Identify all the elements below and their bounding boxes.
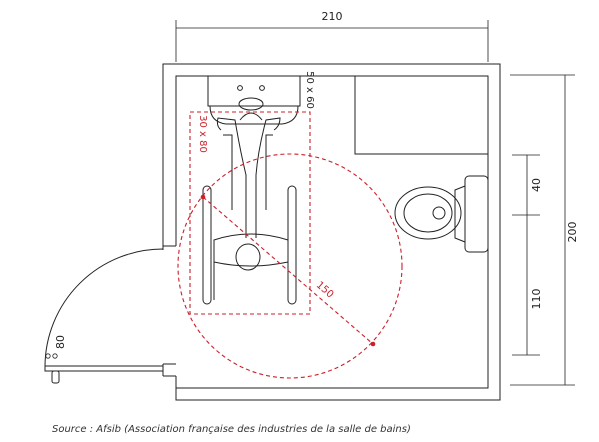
walls bbox=[162, 63, 501, 401]
door bbox=[44, 248, 164, 384]
sink-size-label: 50 x 60 bbox=[304, 71, 315, 109]
diameter-end-dot bbox=[370, 341, 376, 347]
right-dimensions bbox=[510, 74, 575, 386]
turning-circle bbox=[177, 153, 403, 379]
wc-offset-label: 40 bbox=[530, 178, 543, 192]
door-width-label: 80 bbox=[54, 335, 67, 349]
toilet-icon bbox=[394, 175, 489, 253]
source-caption: Source : Afsib (Association française de… bbox=[52, 424, 411, 435]
shower-area bbox=[354, 76, 488, 155]
door-handle-icon bbox=[45, 353, 58, 359]
height-dimension-label: 200 bbox=[566, 222, 579, 243]
wheelchair-space-outline bbox=[189, 111, 311, 315]
top-dimension bbox=[175, 20, 489, 62]
turning-diameter-line bbox=[202, 196, 374, 345]
turning-diameter-label: 150 bbox=[314, 280, 336, 301]
sink-icon bbox=[207, 75, 301, 125]
wc-floor-label: 110 bbox=[530, 289, 543, 310]
wheelchair-icon bbox=[202, 112, 297, 305]
diameter-start-dot bbox=[200, 194, 206, 200]
wheelchair-space-label: 30 x 80 bbox=[197, 115, 208, 153]
top-dimension-label: 210 bbox=[322, 10, 343, 23]
